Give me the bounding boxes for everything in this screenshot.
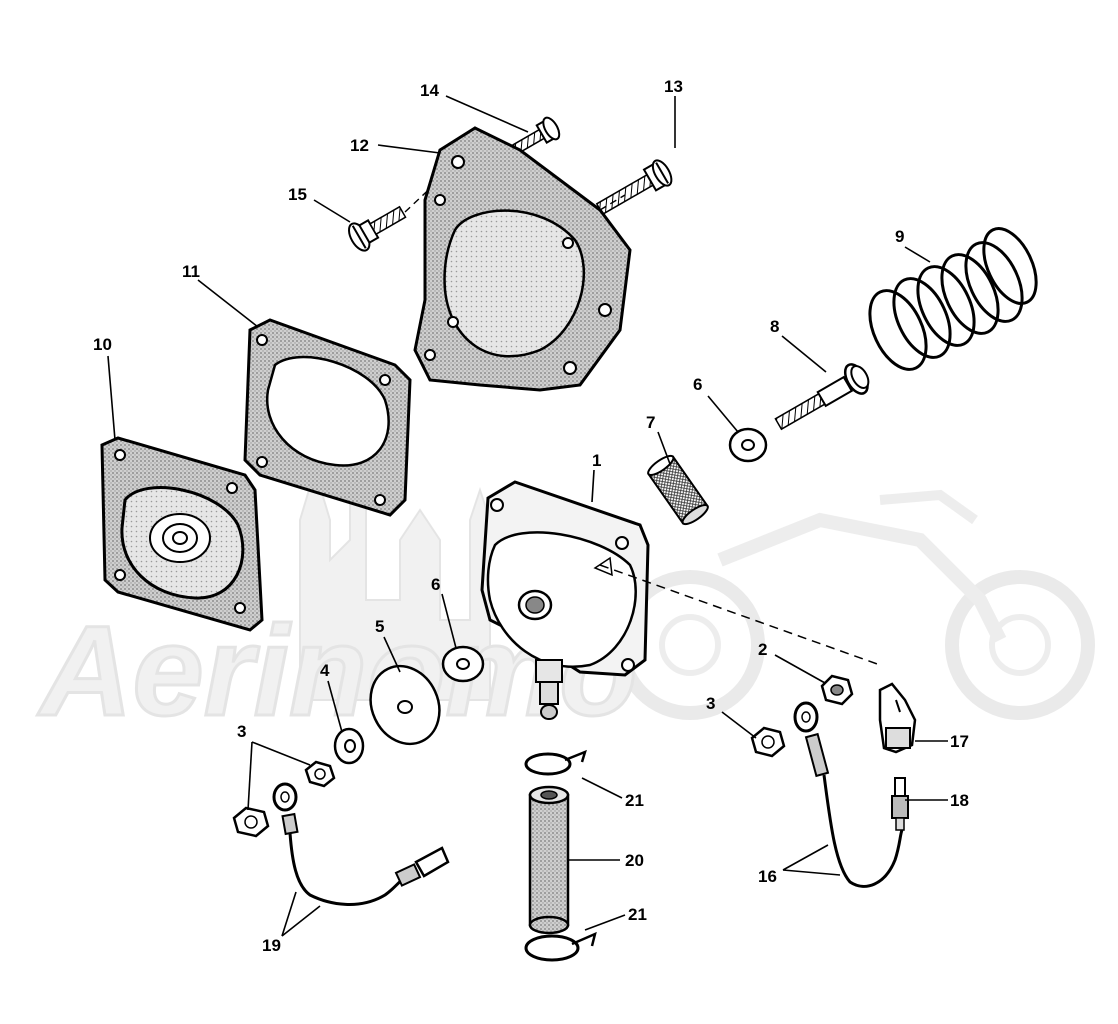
washer-6-upper	[728, 427, 768, 463]
ground-dash-line	[599, 564, 881, 666]
ground-wire-19	[272, 782, 450, 906]
disc-5	[369, 664, 441, 746]
callout-20: 20	[625, 851, 644, 870]
spring-9	[868, 227, 1038, 371]
cover-plate-12	[413, 126, 632, 392]
callout-17: 17	[950, 732, 969, 751]
callout-6-lower: 6	[431, 575, 440, 594]
nut-3-left-upper	[304, 760, 336, 788]
washer-6-lower	[441, 645, 485, 683]
hose-clip-21-upper	[524, 749, 587, 776]
nut-3-right	[750, 726, 786, 758]
callout-10: 10	[93, 335, 112, 354]
callout-6-upper: 6	[693, 375, 702, 394]
callout-4: 4	[320, 661, 330, 680]
callout-3-right: 3	[706, 694, 715, 713]
callout-3-left: 3	[237, 722, 246, 741]
callout-8: 8	[770, 317, 779, 336]
screw-13	[595, 159, 673, 216]
gasket-11	[243, 318, 412, 517]
callout-19: 19	[262, 936, 281, 955]
cathedral-watermark-icon	[299, 356, 491, 701]
callout-14: 14	[420, 81, 439, 100]
bolt-8	[774, 363, 870, 431]
screen-filter-7	[647, 454, 709, 526]
callout-7: 7	[646, 413, 655, 432]
callout-21-lower: 21	[628, 905, 647, 924]
nut-2	[820, 674, 854, 706]
callout-1: 1	[592, 451, 601, 470]
ground-wire-16	[793, 701, 904, 888]
pump-body-1	[480, 480, 650, 720]
terminal-18	[891, 777, 909, 831]
callout-11: 11	[182, 262, 200, 281]
callout-21-upper: 21	[625, 791, 644, 810]
diaphragm-10	[100, 436, 264, 632]
screw-15	[348, 205, 407, 252]
assembly-dash-line	[599, 194, 626, 211]
callout-labels: 1 2 3 3 4 5 6 6 7 8 9 10 11 12 13 14 15 …	[93, 77, 969, 955]
callout-15: 15	[288, 185, 307, 204]
callout-5: 5	[375, 617, 384, 636]
callout-9: 9	[895, 227, 904, 246]
fuel-hose-20	[528, 785, 570, 935]
connector-17	[878, 682, 917, 754]
washer-4	[333, 727, 365, 765]
callout-13: 13	[664, 77, 683, 96]
leader-lines	[107, 95, 948, 937]
hose-clip-21-lower	[524, 931, 597, 962]
callout-12: 12	[350, 136, 369, 155]
motorcycle-watermark-icon	[615, 489, 1095, 720]
callout-16: 16	[758, 867, 777, 886]
callout-18: 18	[950, 791, 969, 810]
callout-2: 2	[758, 640, 767, 659]
nut-3-left-lower	[232, 806, 270, 838]
